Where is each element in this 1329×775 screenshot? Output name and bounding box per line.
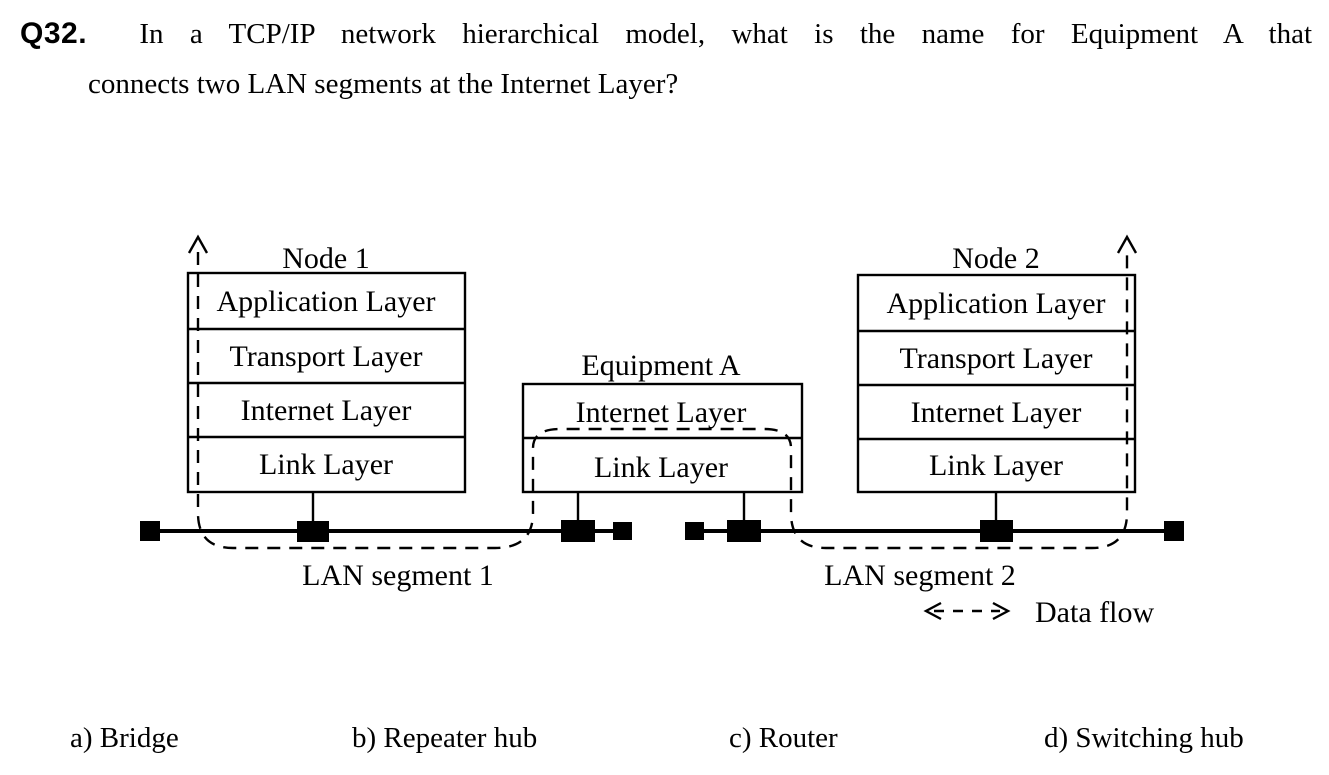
network-diagram: Node 1 Equipment A Node 2 Application La… <box>140 234 1184 629</box>
node1-tap-connector <box>297 521 329 542</box>
node1-layer-internet: Internet Layer <box>241 394 412 427</box>
equipment-a-left-tap-connector <box>561 520 595 542</box>
equipment-a-layer-internet: Internet Layer <box>576 396 747 429</box>
question-line-1: Q32. In a TCP/IP network hierarchical mo… <box>20 16 1312 52</box>
lan2-right-terminator <box>1164 521 1184 541</box>
node2-layer-transport: Transport Layer <box>899 342 1092 375</box>
node1-layer-application: Application Layer <box>216 285 435 318</box>
data-flow-legend-arrow-left-icon <box>923 601 942 621</box>
equipment-a-title: Equipment A <box>581 349 740 382</box>
question-text-line1: In a TCP/IP network hierarchical model, … <box>139 18 1313 50</box>
node1-layer-link: Link Layer <box>259 448 393 481</box>
node2-title: Node 2 <box>952 242 1039 275</box>
data-flow-path <box>196 252 1129 550</box>
question-number: Q32. <box>20 17 88 50</box>
data-flow-label: Data flow <box>1035 596 1154 629</box>
node1-title: Node 1 <box>282 242 369 275</box>
lan-connectors <box>140 520 1184 542</box>
equipment-a-layer-link: Link Layer <box>594 451 728 484</box>
question-block: Q32. In a TCP/IP network hierarchical mo… <box>20 16 1312 102</box>
data-flow-legend-arrow-right-icon <box>992 601 1011 621</box>
lan2-label: LAN segment 2 <box>824 559 1016 592</box>
answer-options-row: a) Bridge b) Repeater hub c) Router d) S… <box>0 722 1329 762</box>
data-flow-arrowhead-left-icon <box>187 234 209 254</box>
equipment-a-right-tap-connector <box>727 520 761 542</box>
question-line-2: connects two LAN segments at the Interne… <box>88 68 679 100</box>
data-flow-arrowhead-right-icon <box>1116 234 1138 254</box>
lan1-label: LAN segment 1 <box>302 559 494 592</box>
option-a: a) Bridge <box>70 722 179 754</box>
node1-layer-transport: Transport Layer <box>229 340 422 373</box>
option-b: b) Repeater hub <box>352 722 538 754</box>
option-c: c) Router <box>729 722 838 754</box>
equipment-a-box <box>521 382 804 494</box>
node2-layer-application: Application Layer <box>886 287 1105 320</box>
lan2-left-terminator <box>685 522 704 540</box>
node2-layer-internet: Internet Layer <box>911 396 1082 429</box>
lan1-right-terminator <box>613 522 632 540</box>
node1-box <box>186 271 467 494</box>
data-flow-legend: Data flow <box>923 596 1154 629</box>
drop-lines <box>311 492 998 522</box>
node2-layer-link: Link Layer <box>929 449 1063 482</box>
lan1-left-terminator <box>140 521 160 541</box>
option-d: d) Switching hub <box>1044 722 1244 754</box>
node2-tap-connector <box>980 520 1013 542</box>
